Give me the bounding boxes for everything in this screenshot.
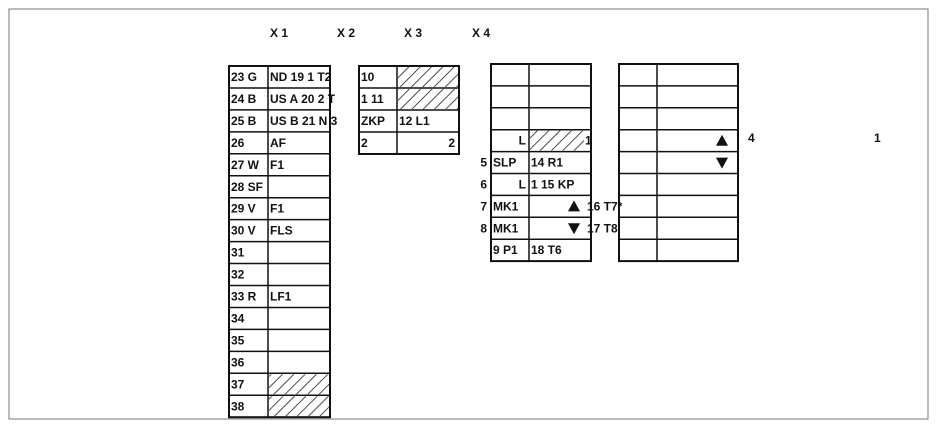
x1-row-14-label: 37: [231, 377, 245, 391]
header-x1: X 1: [270, 26, 288, 40]
x3-left-label: 7: [480, 199, 487, 213]
x3-row-7-label: MK1: [493, 221, 519, 235]
x2-row-3-label: 2: [361, 136, 368, 150]
x3-row-3-label: L: [519, 134, 526, 148]
x2-row-3-value: 2: [448, 136, 455, 150]
x3-row-8-label: 9 P1: [493, 243, 518, 257]
x3-row-8-value: 18 T6: [531, 243, 562, 257]
x1-row-3-value: AF: [270, 136, 286, 150]
x1-row-10-label: 33 R: [231, 290, 257, 304]
x3-right-label: 1: [585, 134, 592, 148]
x2-row-2-label: ZKP: [361, 114, 385, 128]
x1-row-8-label: 31: [231, 246, 245, 260]
x1-row-0-value: ND 19 1 T2: [270, 70, 332, 84]
x1-row-9-label: 32: [231, 268, 245, 282]
x2-hatched-cell: [398, 89, 458, 109]
x3-row-5-value: 1 15 KP: [531, 178, 574, 192]
x2-row-0-label: 10: [361, 70, 375, 84]
side-label-4: 4: [748, 131, 755, 145]
header-x4: X 4: [472, 26, 490, 40]
x3-row-6-label: MK1: [493, 199, 519, 213]
x1-row-3-label: 26: [231, 136, 245, 150]
x3-left-label: 5: [480, 156, 487, 170]
x1-row-12-label: 35: [231, 333, 245, 347]
x1-row-2-value: US B 21 N 3: [270, 114, 338, 128]
x1-row-2-label: 25 B: [231, 114, 257, 128]
x3-row-7-value: 17 T8: [587, 221, 618, 235]
x3-row-6-value: 16 T7*: [587, 199, 623, 213]
triangle-down-icon: [568, 223, 580, 235]
x2-row-1-label: 1 11: [361, 92, 384, 106]
header-x2: X 2: [337, 26, 355, 40]
x1-row-15-label: 38: [231, 399, 245, 413]
x3-left-label: 8: [480, 221, 487, 235]
x2-hatched-cell: [398, 67, 458, 87]
x1-row-0-label: 23 G: [231, 70, 257, 84]
x1-row-6-label: 29 V: [231, 202, 256, 216]
x1-hatched-cell: [269, 374, 329, 395]
x1-row-1-value: US A 20 2 T: [270, 92, 336, 106]
triangle-down-icon: [716, 157, 728, 169]
x3-block-outline: [490, 63, 592, 263]
x1-row-10-value: LF1: [270, 290, 292, 304]
x1-row-13-label: 36: [231, 355, 245, 369]
x3-hatched-cell: [530, 130, 584, 151]
header-x3: X 3: [404, 26, 422, 40]
x1-row-7-label: 30 V: [231, 224, 256, 238]
x1-row-4-label: 27 W: [231, 158, 260, 172]
x1-row-4-value: F1: [270, 158, 284, 172]
x3-left-label: 6: [480, 178, 487, 192]
x2-row-2-value: 12 L1: [399, 114, 430, 128]
x3-row-5-label: L: [519, 178, 526, 192]
triangle-up-icon: [716, 134, 728, 146]
diagram-frame: [8, 8, 929, 420]
side-label-1: 1: [874, 131, 881, 145]
x1-row-5-label: 28 SF: [231, 180, 263, 194]
x1-row-6-value: F1: [270, 202, 284, 216]
x1-row-1-label: 24 B: [231, 92, 257, 106]
x1-hatched-cell: [269, 396, 329, 417]
x4-block-outline: [618, 63, 739, 263]
triangle-up-icon: [568, 200, 580, 212]
x1-row-7-value: FLS: [270, 224, 293, 238]
x1-row-11-label: 34: [231, 311, 245, 325]
x3-row-4-label: SLP: [493, 156, 516, 170]
x3-row-4-value: 14 R1: [531, 156, 563, 170]
